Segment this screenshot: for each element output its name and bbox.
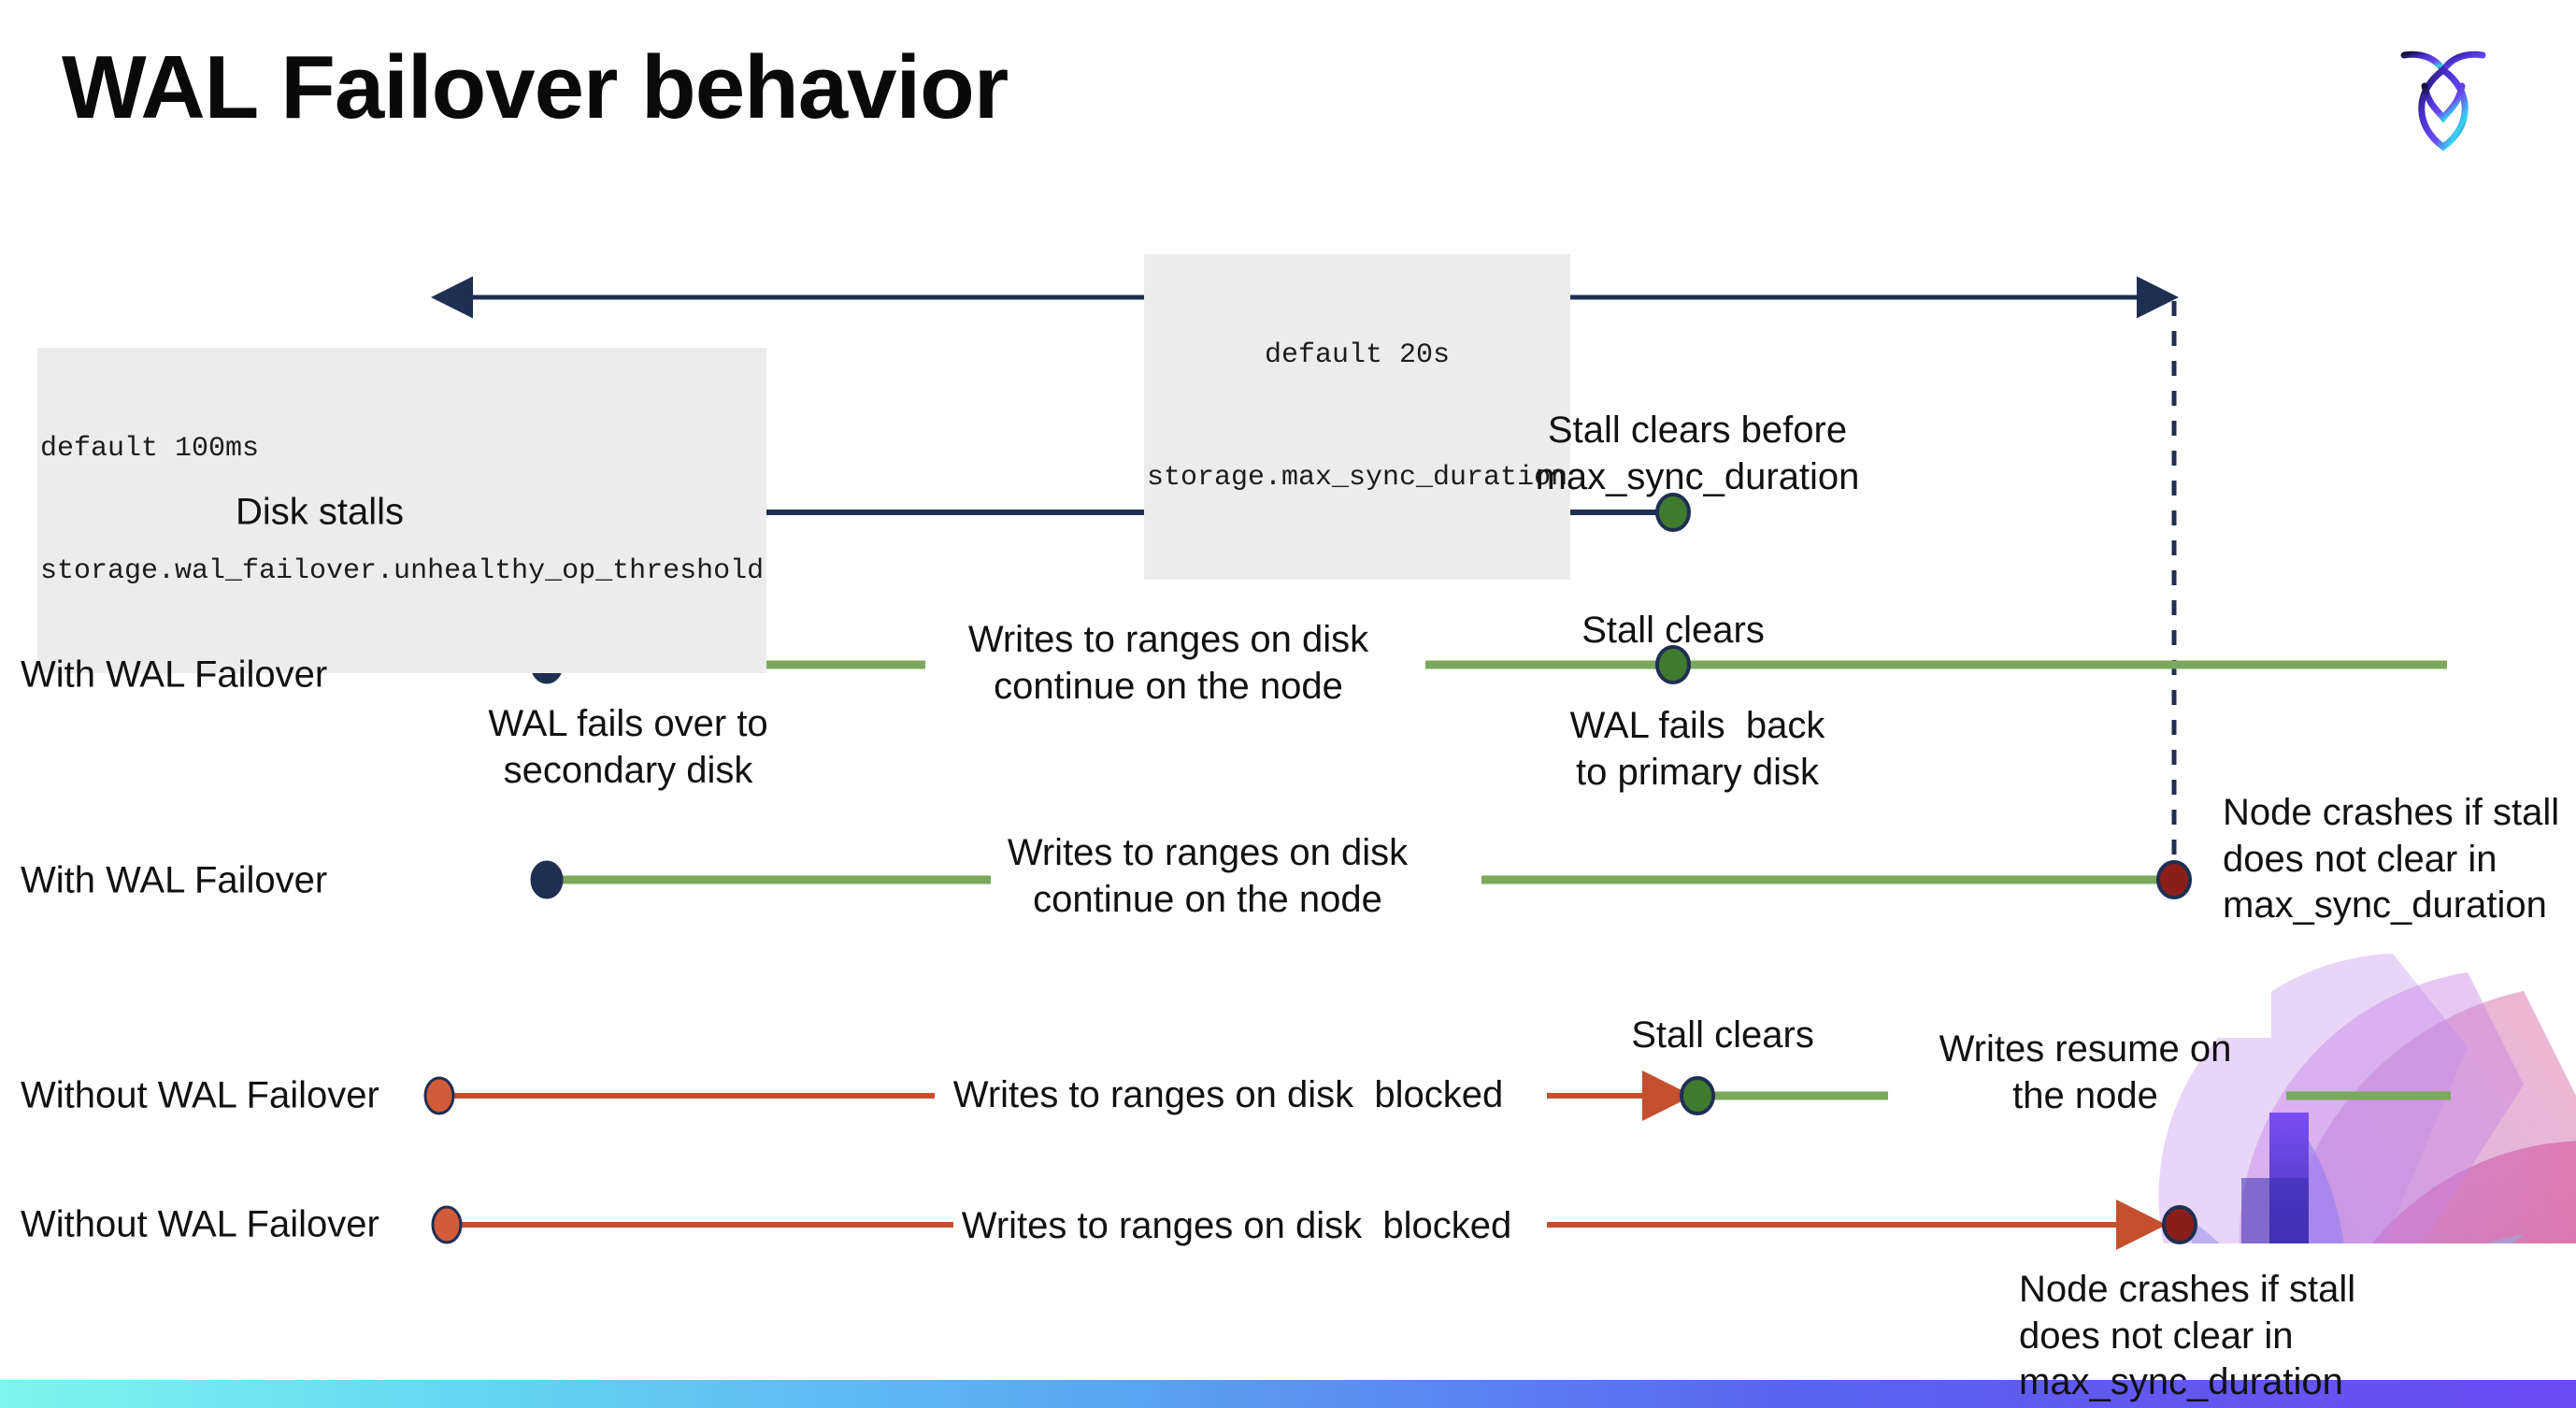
wal-failover-row1-stall-clears-dot: [1655, 645, 1691, 684]
no-failover-row2-crash-dot: [2162, 1205, 2197, 1244]
annotation-stall-clears-row3: Stall clears: [1631, 1014, 1814, 1056]
wal-failover-row2-start-dot: [530, 860, 564, 899]
row-label-without-wal-failover-2: Without WAL Failover: [21, 1203, 379, 1245]
annotation-node-crashes-row2: Node crashes if stall does not clear in …: [2223, 792, 2560, 927]
note-backdrop-bottom-right: [2005, 1243, 2576, 1380]
no-failover-row2-start-dot: [431, 1205, 463, 1244]
annotation-writes-resume: Writes resume on the node: [1939, 1028, 2232, 1116]
annotation-writes-continue-row2: Writes to ranges on disk continue on the…: [1007, 832, 1409, 920]
max-sync-default-value: default 20s: [1265, 339, 1451, 371]
annotation-writes-continue-row1: Writes to ranges on disk continue on the…: [967, 619, 1369, 707]
row-label-disk-stalls: Disk stalls: [235, 491, 404, 533]
annotation-wal-fails-back: WAL fails back to primary disk: [1569, 705, 1825, 793]
row-label-with-wal-failover-1: With WAL Failover: [21, 654, 328, 696]
row-label-with-wal-failover-2: With WAL Failover: [21, 859, 328, 901]
annotation-writes-blocked-row1: Writes to ranges on disk blocked: [952, 1074, 1504, 1115]
no-failover-row1-start-dot: [423, 1076, 455, 1115]
annotation-stall-clears-before-max-sync: Stall clears before max_sync_duration: [1535, 409, 1860, 497]
unhealthy-threshold-setting-chip: default 100ms storage.wal_failover.unhea…: [37, 348, 767, 673]
row-label-without-wal-failover-1: Without WAL Failover: [21, 1074, 379, 1116]
max-sync-duration-setting-chip: default 20s storage.max_sync_duration: [1144, 254, 1571, 580]
unhealthy-threshold-setting-name: storage.wal_failover.unhealthy_op_thresh…: [40, 554, 765, 587]
page-title: WAL Failover behavior: [62, 37, 1009, 137]
wal-failover-row2-crash-dot: [2156, 860, 2192, 899]
annotation-wal-fails-over: WAL fails over to secondary disk: [488, 703, 768, 791]
no-failover-row1-stall-clears-dot: [1680, 1076, 1715, 1115]
annotation-writes-blocked-row2: Writes to ranges on disk blocked: [961, 1205, 1512, 1246]
annotation-stall-clears-row1: Stall clears: [1581, 610, 1765, 651]
bottom-gradient-bar: [0, 1380, 2576, 1408]
cockroach-labs-logo-icon: [2387, 34, 2499, 155]
artwork-mask-left: [1869, 898, 2084, 1309]
unhealthy-threshold-default-value: default 100ms: [40, 433, 260, 465]
max-sync-setting-name: storage.max_sync_duration: [1147, 461, 1568, 494]
annotation-node-crashes-row5: Node crashes if stall does not clear in …: [2019, 1269, 2356, 1403]
disk-stall-clears-dot: [1655, 493, 1691, 532]
